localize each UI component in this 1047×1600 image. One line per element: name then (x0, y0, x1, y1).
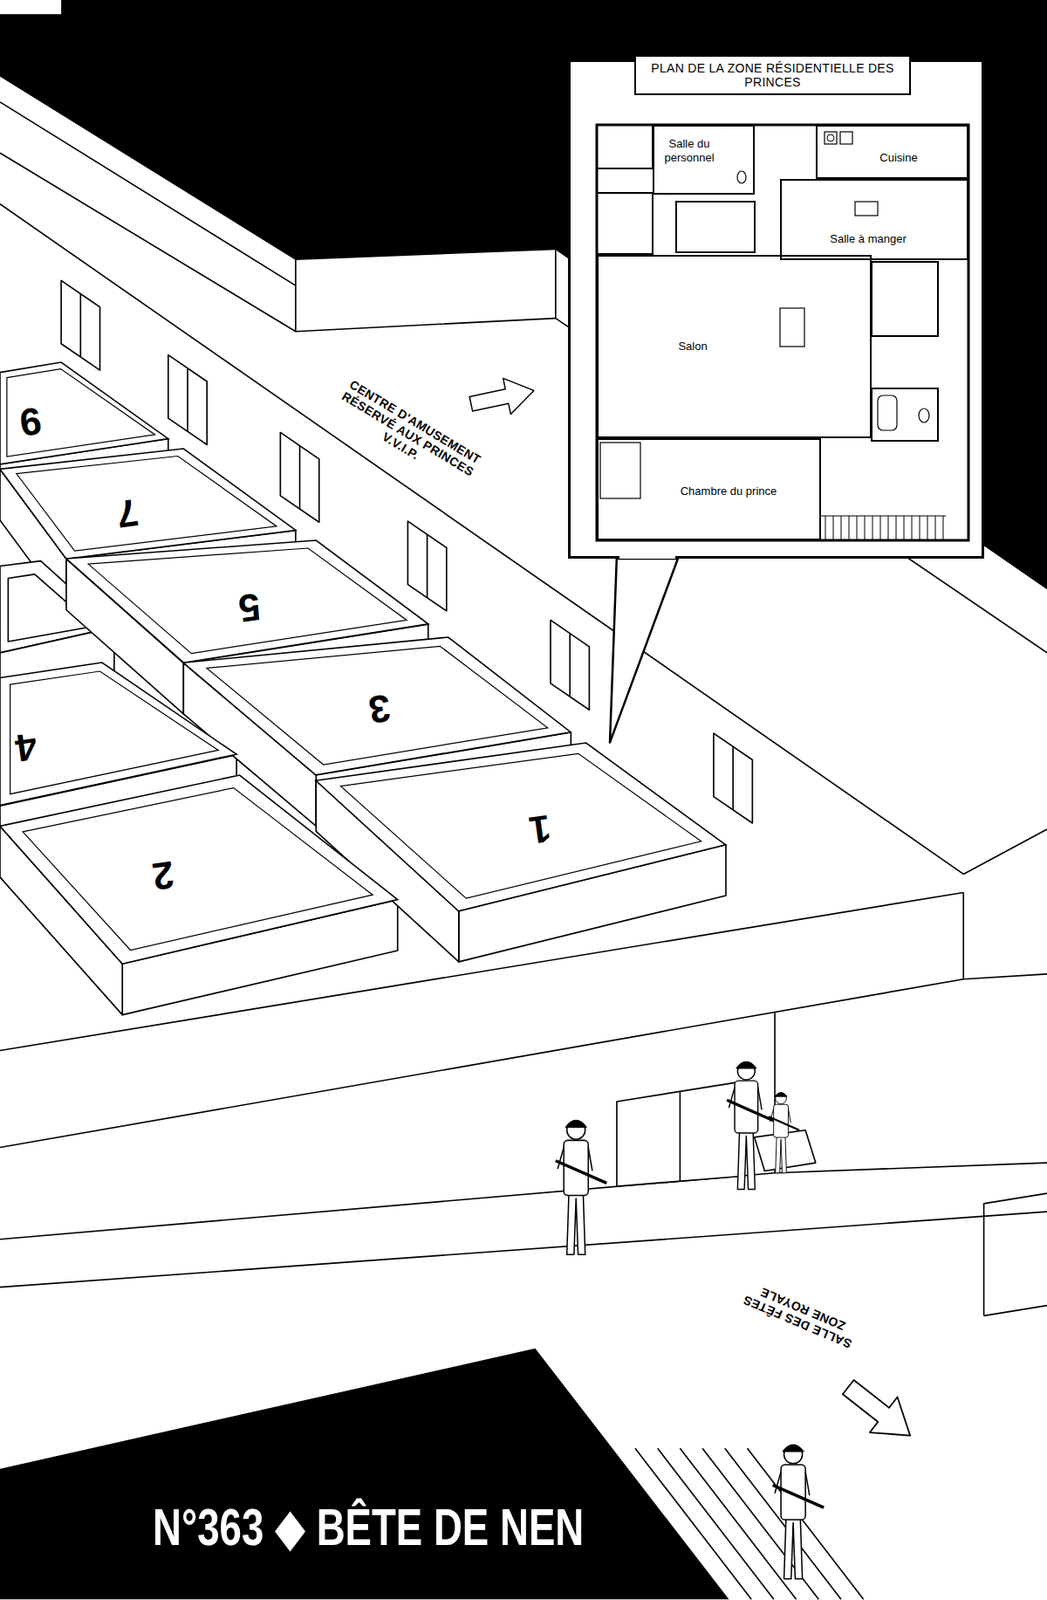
guard-figure (768, 1092, 800, 1173)
platform-edge (963, 973, 1047, 979)
area-label-holder: SALLE DES FÊTES ZONE ROYALE (733, 1274, 867, 1355)
salon-table (780, 307, 805, 347)
dining-table (855, 201, 878, 216)
small-room (596, 192, 653, 254)
entrance-door (616, 1081, 745, 1186)
plan-outline (596, 124, 969, 541)
wing-wall (554, 249, 557, 318)
room: Salle du personnel (652, 124, 755, 195)
room-name: Chambre du prince (654, 484, 803, 499)
guard-figure (555, 1120, 607, 1255)
room: Cuisine (815, 124, 969, 179)
bed (600, 442, 641, 499)
court-facade (963, 828, 1047, 874)
back-wall (294, 260, 297, 332)
roof-floor (88, 547, 407, 654)
room: Salon (596, 254, 872, 438)
room-label-box: Salle du personnel (656, 136, 722, 165)
kitchen-unit (824, 131, 837, 144)
kitchen-unit (840, 131, 853, 144)
roof-floor (206, 646, 548, 766)
bathtub (877, 395, 897, 431)
roof-outline (0, 448, 296, 559)
plan-header: PLAN DE LA ZONE RÉSIDENTIELLE DES PRINCE… (634, 54, 911, 96)
area-label-holder: CENTRE D'AMUSEMENT RÉSERVÉ AUX PRINCES V… (322, 370, 493, 498)
room-name: Salle du personnel (656, 136, 722, 165)
callout-tail (609, 558, 678, 743)
toilet-symbol (737, 171, 746, 184)
floor-plan-walls (570, 61, 982, 556)
direction-arrow (834, 1368, 924, 1453)
guard-figure (726, 1060, 776, 1189)
room-label-box: Chambre du prince (654, 484, 803, 499)
small-room (676, 201, 755, 253)
roof-floor (6, 368, 156, 456)
room-name: Salle à manger (802, 232, 934, 247)
room-name: Cuisine (846, 150, 952, 165)
small-room (871, 261, 938, 336)
roof-outline (0, 774, 398, 964)
area-label: SALLE DES FÊTES ZONE ROYALE (737, 1278, 863, 1353)
ground-line (774, 1162, 1047, 1173)
area-label: CENTRE D'AMUSEMENT RÉSERVÉ AUX PRINCES V… (326, 373, 488, 494)
platform-edge (962, 891, 965, 979)
roof-rim (0, 774, 398, 964)
plan-title: PLAN DE LA ZONE RÉSIDENTIELLE DES PRINCE… (643, 61, 903, 89)
black-ground (0, 0, 1047, 589)
roof-floor (10, 671, 219, 795)
roof-floor (341, 752, 702, 898)
direction-arrow (466, 372, 538, 422)
side-building (984, 1192, 1047, 1315)
side-building (984, 1305, 1047, 1316)
chapter-title-holder: N°363 ◆ BÊTE DE NEN (152, 1500, 584, 1554)
bathroom (871, 388, 938, 441)
small-room (596, 124, 653, 169)
ground-line (0, 1211, 1047, 1287)
roof-box: 7 (0, 448, 296, 559)
plan-callout: PLAN DE LA ZONE RÉSIDENTIELLE DES PRINCE… (567, 59, 985, 559)
room-label-box: Salle à manger (802, 232, 934, 247)
kitchen-unit (827, 134, 835, 142)
roof-rim (0, 362, 169, 465)
room-name: Salon (640, 339, 746, 354)
tail-gap (619, 555, 676, 559)
room: Salle à manger (780, 178, 969, 261)
guard-figure (773, 1443, 824, 1579)
roof-rim (0, 448, 296, 559)
roof-floor (16, 456, 277, 552)
entrance-door (679, 1090, 682, 1181)
stairs (821, 515, 946, 541)
room-label-box: Cuisine (846, 150, 952, 165)
roof-floor (22, 787, 373, 951)
chapter-title: N°363 ◆ BÊTE DE NEN (152, 1500, 584, 1554)
stairs (635, 1447, 864, 1599)
room: Chambre du prince (596, 437, 822, 541)
roof-box: 2 (0, 774, 398, 964)
room-label-box: Salon (640, 339, 746, 354)
roof-box: 9 (0, 362, 169, 465)
toilet-symbol (918, 408, 930, 423)
black-ground (0, 1348, 729, 1599)
back-wall (0, 102, 296, 286)
